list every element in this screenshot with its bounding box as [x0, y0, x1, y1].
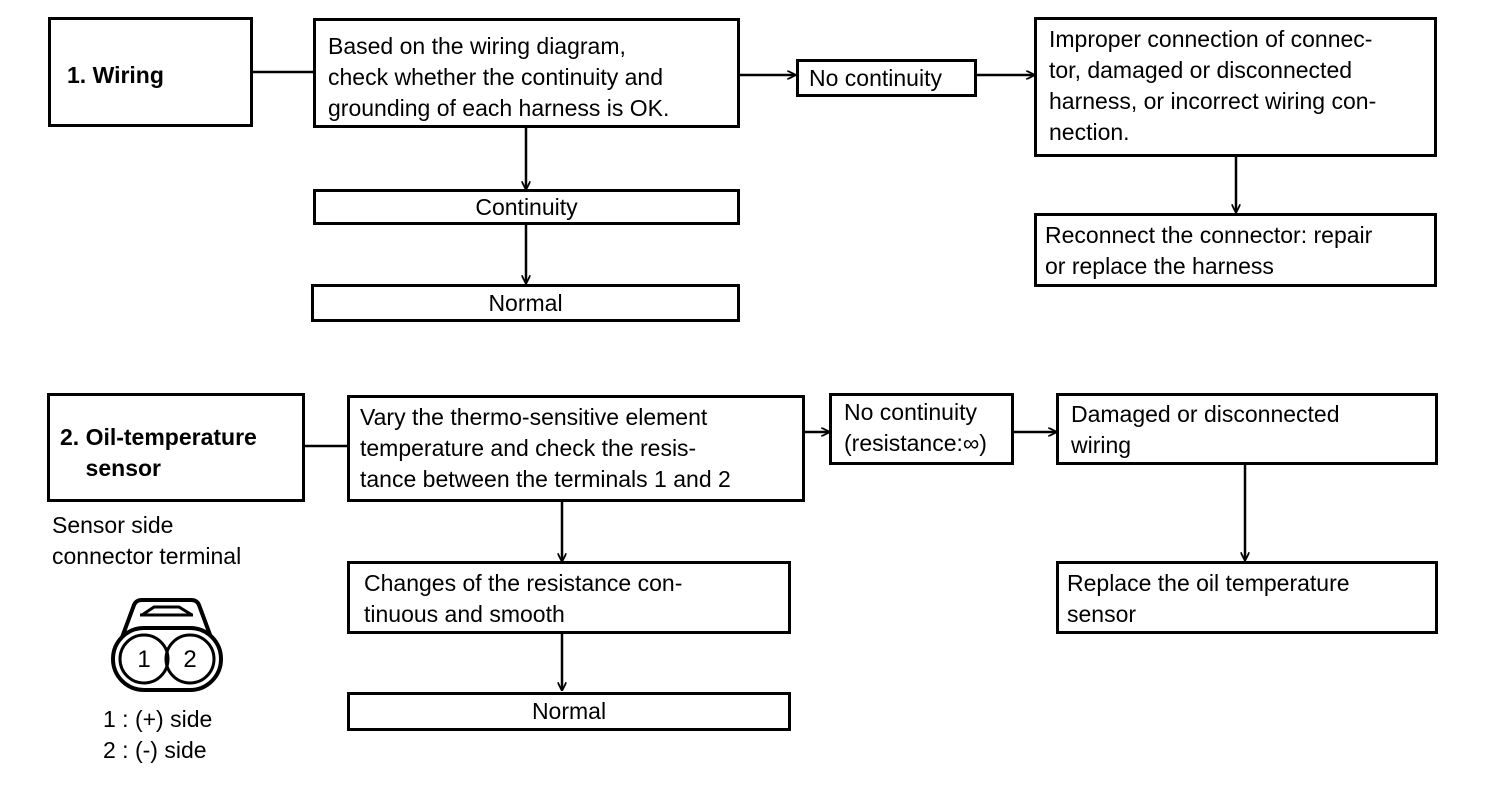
sensor-normal-box: Normal: [347, 692, 791, 731]
wiring-cause-box: Improper connection of connec- tor, dama…: [1034, 17, 1437, 157]
wiring-normal-box: Normal: [311, 284, 740, 322]
sensor-cause-box: Damaged or disconnected wiring: [1056, 393, 1438, 465]
connector-terminal-illustration: 1 2: [111, 598, 223, 692]
terminal-legend: 1 : (+) side 2 : (-) side: [103, 706, 213, 763]
wiring-remedy-box: Reconnect the connector: repair or repla…: [1034, 213, 1437, 287]
sensor-no-continuity-box: No continuity (resistance:∞): [829, 393, 1014, 465]
terminal-1-label: 1: [137, 646, 150, 673]
wiring-no-continuity-box: No continuity: [796, 59, 977, 97]
sensor-title-box: 2. Oil-temperature sensor: [47, 393, 305, 502]
wiring-check-box: Based on the wiring diagram, check wheth…: [313, 18, 740, 128]
terminal-2-label: 2: [183, 646, 196, 673]
wiring-title-box: 1. Wiring: [48, 17, 253, 127]
sensor-check-box: Vary the thermo-sensitive element temper…: [347, 395, 805, 502]
sensor-changes-box: Changes of the resistance con- tinuous a…: [347, 561, 791, 634]
sensor-remedy-box: Replace the oil temperature sensor: [1056, 561, 1438, 634]
connector-caption: Sensor side connector terminal: [52, 512, 242, 569]
wiring-continuity-box: Continuity: [313, 189, 740, 225]
